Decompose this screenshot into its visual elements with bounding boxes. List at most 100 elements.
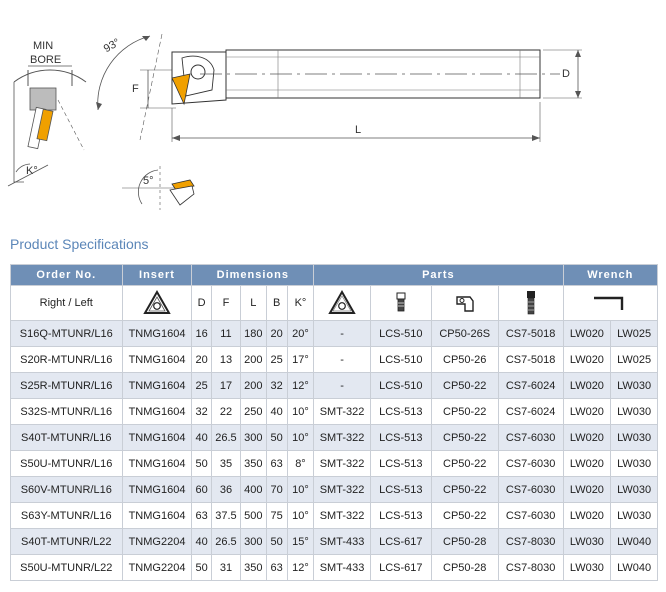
cell-wrench-2: LW030 [610,476,658,503]
cell-order-no: S25R-MTUNR/L16 [10,372,123,399]
cell-insert: TNMG1604 [121,398,193,425]
cell-insert: TNMG1604 [121,450,193,477]
cell-shim: SMT-322 [313,424,371,451]
cell-clamp: CP50-22 [430,502,499,529]
cell-l: 350 [240,554,267,581]
cell-order-no: S32S-MTUNR/L16 [10,398,123,425]
subheader-l: L [240,285,267,321]
cell-insert: TNMG1604 [121,476,193,503]
header-parts: Parts [313,264,564,286]
cell-shim: SMT-433 [313,554,371,581]
cell-d: 25 [191,372,212,399]
cell-order-no: S16Q-MTUNR/L16 [10,320,123,347]
cell-l: 300 [240,528,267,555]
cell-clamp: CP50-22 [430,372,499,399]
cell-insert: TNMG1604 [121,346,193,373]
cell-clamp-screw: CS7-6030 [497,476,564,503]
cell-clamp: CP50-22 [430,450,499,477]
cell-insert: TNMG2204 [121,554,193,581]
clamp-icon [430,285,499,321]
cell-clamp: CP50-26S [430,320,499,347]
cell-f: 17 [210,372,242,399]
cell-k: 10° [286,424,315,451]
cell-wrench-1: LW020 [562,346,612,373]
subheader-hand: Right / Left [10,285,123,321]
cell-l: 350 [240,450,267,477]
header-order-no: Order No. [10,264,123,286]
cell-shim: - [313,372,371,399]
cell-shim-screw: LCS-510 [369,346,432,373]
cell-shim-screw: LCS-510 [369,372,432,399]
subheader-f: F [210,285,242,321]
cell-k: 17° [286,346,315,373]
cell-order-no: S60V-MTUNR/L16 [10,476,123,503]
cell-shim: SMT-322 [313,450,371,477]
header-wrench: Wrench [562,264,659,286]
cell-b: 63 [265,554,288,581]
cell-l: 200 [240,346,267,373]
cell-clamp: CP50-28 [430,528,499,555]
clamp-screw-icon [497,285,564,321]
cell-k: 12° [286,554,315,581]
cell-k: 8° [286,450,315,477]
cell-l: 300 [240,424,267,451]
subheader-k: K° [286,285,315,321]
cell-order-no: S40T-MTUNR/L22 [10,528,123,555]
cell-shim: - [313,320,371,347]
cell-clamp-screw: CS7-8030 [497,554,564,581]
cell-order-no: S20R-MTUNR/L16 [10,346,123,373]
cell-b: 70 [265,476,288,503]
hex-key-icon [562,285,659,321]
cell-f: 11 [210,320,242,347]
f-dimension-label: F [132,83,139,95]
cell-wrench-2: LW030 [610,450,658,477]
cell-clamp: CP50-22 [430,398,499,425]
cell-clamp-screw: CS7-6030 [497,450,564,477]
cell-k: 10° [286,502,315,529]
cell-wrench-1: LW030 [562,528,612,555]
cell-d: 32 [191,398,212,425]
cell-b: 40 [265,398,288,425]
cell-shim-screw: LCS-617 [369,554,432,581]
cell-wrench-1: LW020 [562,424,612,451]
cell-l: 250 [240,398,267,425]
cell-wrench-2: LW025 [610,346,658,373]
cell-wrench-1: LW030 [562,554,612,581]
cell-f: 36 [210,476,242,503]
cell-k: 12° [286,372,315,399]
cell-shim-screw: LCS-513 [369,424,432,451]
cell-shim-screw: LCS-513 [369,502,432,529]
cell-clamp: CP50-22 [430,424,499,451]
header-insert: Insert [121,264,193,286]
cell-insert: TNMG1604 [121,320,193,347]
cell-clamp-screw: CS7-5018 [497,346,564,373]
cell-f: 13 [210,346,242,373]
cell-wrench-1: LW020 [562,476,612,503]
header-dimensions: Dimensions [191,264,315,286]
cell-k: 10° [286,476,315,503]
cell-clamp-screw: CS7-6030 [497,502,564,529]
product-spec-table: Order No. Insert Dimensions Parts Wrench… [10,264,659,581]
cell-d: 20 [191,346,212,373]
triangle-insert-icon [121,285,193,321]
cell-f: 22 [210,398,242,425]
cell-f: 26.5 [210,424,242,451]
cell-shim: SMT-433 [313,528,371,555]
cell-order-no: S40T-MTUNR/L16 [10,424,123,451]
cell-l: 200 [240,372,267,399]
boring-bar-body [171,49,560,106]
cell-d: 63 [191,502,212,529]
cell-wrench-2: LW030 [610,502,658,529]
cell-b: 50 [265,424,288,451]
cell-shim-screw: LCS-617 [369,528,432,555]
cell-insert: TNMG2204 [121,528,193,555]
cell-b: 63 [265,450,288,477]
cell-l: 500 [240,502,267,529]
cell-wrench-1: LW020 [562,372,612,399]
cell-shim: SMT-322 [313,476,371,503]
